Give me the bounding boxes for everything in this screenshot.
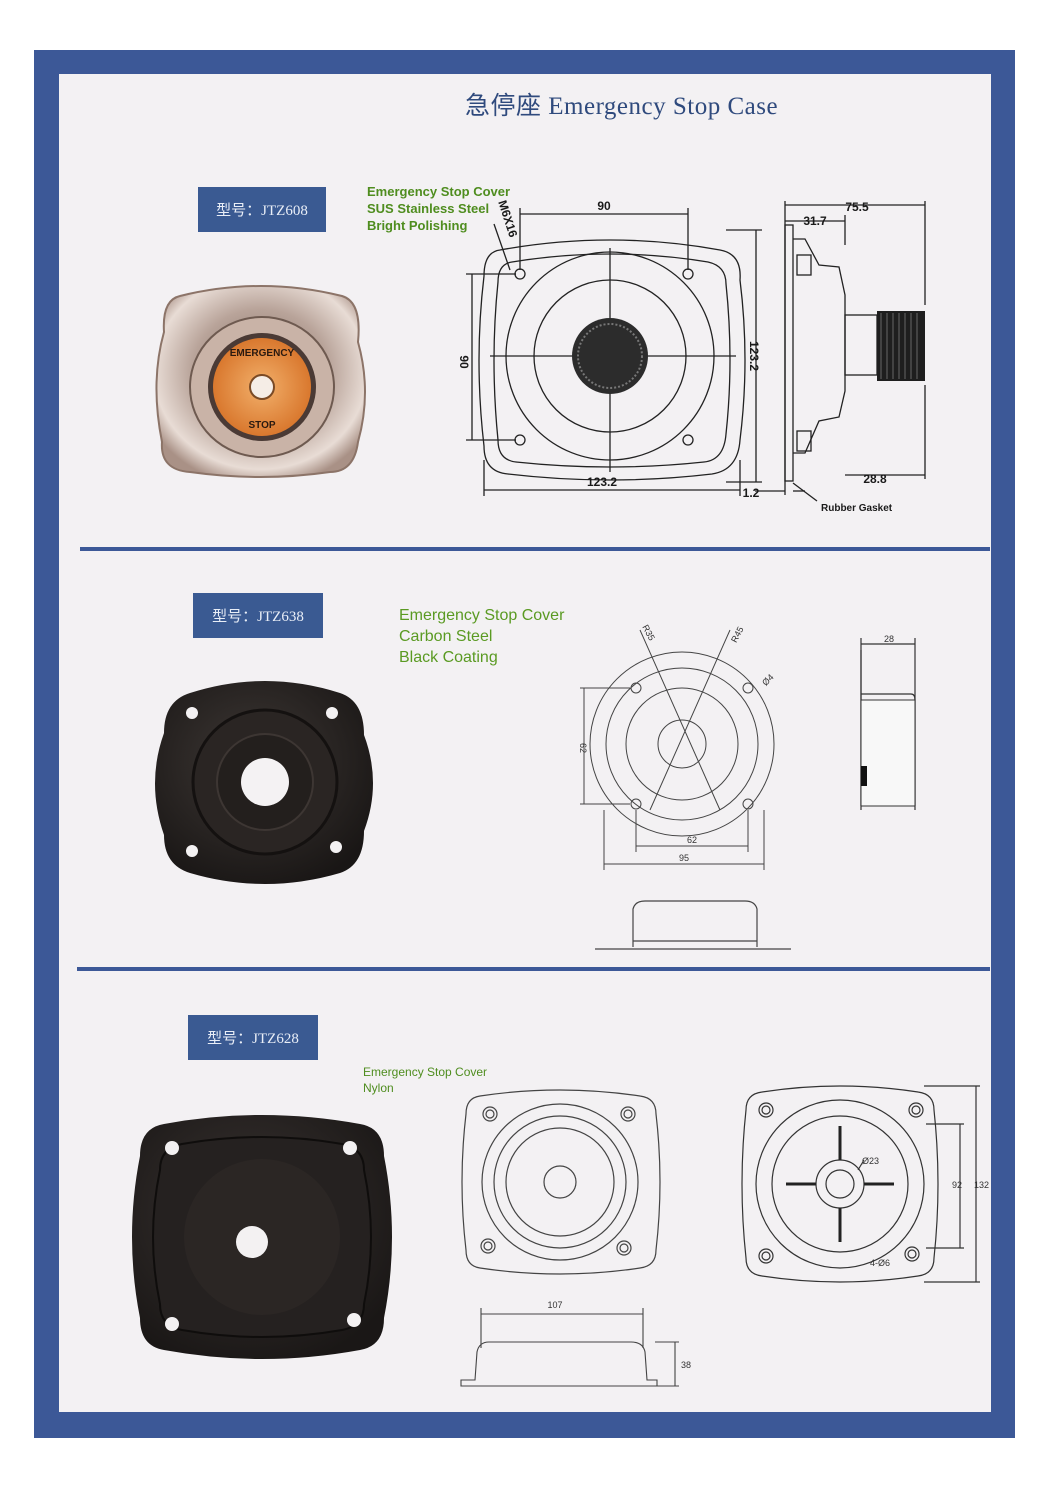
drawing-jtz638-profile	[595, 900, 791, 950]
dim-depth: 75.5	[845, 200, 869, 214]
spec-block-jtz608: Emergency Stop Cover SUS Stainless Steel…	[367, 184, 510, 235]
spec-line: Black Coating	[399, 648, 498, 666]
label-rubber-gasket: Rubber Gasket	[821, 503, 893, 514]
drawing-jtz628-profile: 107 38	[460, 1300, 691, 1387]
dim-width-628: 107	[547, 1300, 562, 1310]
dim-thickness: 1.2	[743, 486, 760, 500]
dim-outer-height-628: 132	[974, 1180, 989, 1190]
drawing-jtz608-side: 75.5 31.7 28.8 1.2 Rubber Gasket	[743, 200, 926, 514]
spec-line: Bright Polishing	[367, 217, 468, 233]
spec-line: Nylon	[363, 1080, 394, 1095]
photo-label-top: EMERGENCY	[230, 348, 295, 359]
spec-line: SUS Stainless Steel	[367, 200, 490, 216]
dim-holes-628: 4-Ø6	[870, 1258, 890, 1268]
spec-line: Emergency Stop Cover	[367, 184, 511, 199]
dim-hole-638: Ø4	[760, 672, 776, 688]
dim-r2-638: R45	[729, 625, 746, 644]
section-divider	[80, 547, 990, 551]
drawing-jtz638-side: 28	[860, 634, 916, 810]
spec-block-jtz628: Emergency Stop Cover Nylon	[363, 1065, 487, 1096]
dim-outer-width-638: 95	[679, 853, 689, 863]
spec-line: Emergency Stop Cover	[363, 1065, 488, 1079]
dim-flange-depth: 31.7	[803, 214, 827, 228]
page-title: 急停座 Emergency Stop Case	[465, 93, 779, 120]
dim-screw: M6X16	[495, 199, 520, 240]
spec-line: Carbon Steel	[399, 627, 493, 645]
dim-width: 90	[597, 199, 611, 213]
dim-center-hole-628: Ø23	[862, 1156, 879, 1166]
model-badge-jtz638: 型号：JTZ638	[193, 593, 323, 638]
drawing-jtz628-back: Ø23 4-Ø6 92 132	[741, 1085, 989, 1283]
drawing-jtz628-front	[461, 1089, 661, 1275]
dim-r1-638: R35	[640, 623, 657, 642]
photo-label-bottom: STOP	[248, 420, 275, 431]
photo-nylon-cover	[132, 1115, 392, 1359]
dim-inner-height-628: 92	[952, 1180, 962, 1190]
dim-depth-638: 28	[884, 634, 894, 644]
drawing-jtz608-front: 90 90 123.2 123.2 M6X16	[457, 199, 762, 496]
photo-black-cover	[155, 681, 373, 884]
model-badge-jtz628: 型号：JTZ628	[188, 1015, 318, 1060]
dim-height: 90	[457, 355, 471, 369]
section-divider	[77, 967, 990, 971]
dim-outer-height: 123.2	[747, 341, 761, 371]
drawing-jtz638-front: 62 62 95 R35 R45 Ø4	[578, 623, 776, 870]
spec-block-jtz638: Emergency Stop Cover Carbon Steel Black …	[399, 606, 564, 668]
dim-depth-628: 38	[681, 1360, 691, 1370]
spec-line: Emergency Stop Cover	[399, 607, 565, 624]
dim-height-638: 62	[578, 743, 588, 753]
dim-hole-pitch-638: 62	[687, 835, 697, 845]
dim-outer-width: 123.2	[587, 475, 617, 489]
photo-stainless-case: EMERGENCY STOP	[155, 285, 366, 478]
dim-button-depth: 28.8	[863, 472, 887, 486]
model-badge-jtz608: 型号：JTZ608	[198, 187, 326, 232]
